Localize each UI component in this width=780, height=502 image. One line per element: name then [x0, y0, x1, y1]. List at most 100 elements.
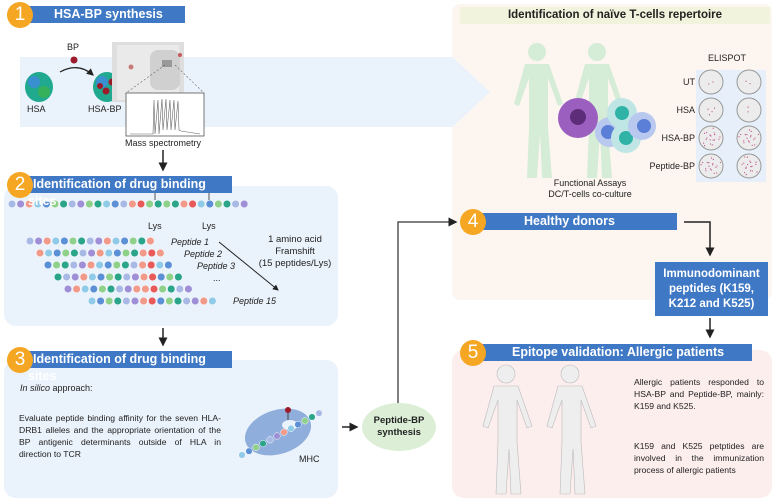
dendritic-t-cell-icon — [558, 98, 656, 153]
step-1-badge: 1 — [7, 2, 33, 28]
elispot-spot — [747, 163, 749, 166]
amino-acid-bead — [131, 272, 140, 282]
step-4-title-text: Healthy donors — [524, 214, 615, 228]
amino-acid-bead — [199, 296, 208, 306]
step-5-badge: 5 — [460, 340, 486, 366]
bp-label: BP — [67, 42, 80, 52]
mhc-label: MHC — [299, 454, 320, 464]
frameshift-line-1: 1 amino acid — [268, 234, 322, 245]
elispot-row-label-peptide-bp: Peptide-BP — [649, 161, 695, 171]
elispot-spot — [747, 140, 750, 142]
amino-acid-bead — [43, 260, 53, 270]
elispot-spot — [745, 166, 747, 168]
elispot-spot — [754, 144, 756, 146]
amino-acid-bead — [165, 272, 174, 282]
elispot-spot — [751, 170, 753, 172]
step-1-title-text: HSA-BP synthesis — [54, 7, 163, 21]
amino-acid-bead — [136, 199, 146, 209]
amino-acid-bead — [68, 236, 78, 246]
amino-acid-bead — [79, 272, 88, 282]
amino-acid-bead — [173, 296, 183, 306]
elispot-spot — [707, 108, 709, 110]
elispot-spot — [708, 114, 711, 116]
amino-acid-bead — [70, 248, 79, 258]
amino-acid-bead — [93, 199, 103, 209]
amino-acid-bead — [81, 284, 90, 294]
elispot-well — [698, 125, 724, 151]
frameshift-line-2: Framshift — [275, 246, 315, 257]
amino-acid-bead — [238, 451, 246, 459]
amino-acid-bead — [174, 272, 183, 282]
elispot-spot — [751, 144, 753, 146]
amino-acid-bead — [162, 199, 171, 209]
elispot-spot — [709, 168, 712, 170]
elispot-spot — [749, 160, 751, 162]
elispot-spot — [744, 134, 746, 136]
elispot-spot — [751, 165, 753, 167]
amino-acid-bead — [122, 296, 131, 306]
amino-acid-bead — [53, 248, 62, 258]
elispot-spot — [747, 111, 749, 113]
amino-acid-bead — [102, 199, 111, 209]
step-5-title-text: Epitope validation: Allergic patients — [512, 345, 725, 359]
elispot-spot — [705, 170, 707, 172]
amino-acid-bead — [164, 260, 173, 270]
amino-acid-bead — [147, 248, 156, 258]
amino-acid-bead — [63, 284, 73, 294]
amino-acid-bead — [112, 260, 121, 270]
amino-acid-bead — [259, 440, 267, 448]
elispot-wells — [698, 69, 762, 179]
assay-line-1: Functional Assays — [553, 178, 627, 188]
amino-acid-bead — [62, 272, 71, 282]
arrow-4-to-immunodominant — [684, 221, 715, 257]
elispot-spot — [705, 138, 707, 140]
elispot-spot — [746, 156, 749, 158]
approach-text: approach: — [50, 383, 93, 393]
elispot-spot — [747, 106, 749, 108]
immunodominant-text: Immunodominant peptides (K159, K212 and … — [663, 267, 760, 310]
elispot-well — [736, 153, 762, 179]
frameshift-arrow — [218, 241, 279, 291]
reaction-arrow — [59, 67, 94, 76]
amino-acid-bead — [308, 413, 316, 421]
elispot-spot — [756, 171, 758, 173]
amino-acid-bead — [16, 199, 25, 209]
amino-acid-bead — [72, 284, 81, 294]
amino-acid-bead — [149, 284, 159, 294]
amino-acid-bead — [240, 199, 249, 209]
elispot-spot — [700, 164, 702, 166]
amino-acid-bead — [165, 296, 174, 306]
amino-acid-bead — [71, 272, 80, 282]
elispot-spot — [702, 161, 704, 164]
elispot-row-label-hsa: HSA — [676, 105, 695, 115]
elispot-spot — [750, 166, 752, 168]
amino-acid-bead — [87, 248, 96, 258]
elispot-spot — [749, 83, 751, 85]
elispot-spot — [750, 130, 752, 132]
hsa-protein-icon — [25, 72, 53, 102]
amino-acid-bead — [179, 199, 189, 209]
amino-acid-bead — [273, 432, 281, 440]
elispot-spot — [712, 158, 714, 160]
amino-acid-bead — [205, 199, 214, 209]
naive-title: Identification of naïve T-cells repertoi… — [460, 7, 770, 24]
peptide-label-15: Peptide 15 — [233, 296, 277, 306]
step-2-badge: 2 — [7, 172, 33, 198]
arrow-synthesis-to-4 — [397, 217, 458, 410]
step-3-title-text: Identification of drug binding sites — [28, 352, 206, 383]
amino-acid-bead — [59, 199, 68, 209]
elispot-spot — [705, 168, 707, 170]
amino-acid-bead — [96, 272, 106, 282]
amino-acid-bead — [61, 248, 70, 258]
elispot-spot — [712, 163, 714, 165]
peptide-bp-synthesis-node: Peptide-BP synthesis — [362, 403, 436, 451]
amino-acid-bead — [266, 436, 274, 444]
assay-line-2: DC/T-cells co-culture — [548, 189, 632, 199]
amino-acid-bead — [87, 296, 97, 306]
amino-acid-bead — [167, 284, 176, 294]
amino-acid-bead — [111, 199, 120, 209]
amino-acid-bead — [145, 199, 154, 209]
amino-acid-bead — [111, 236, 121, 246]
elispot-row-label-ut: UT — [683, 77, 695, 87]
